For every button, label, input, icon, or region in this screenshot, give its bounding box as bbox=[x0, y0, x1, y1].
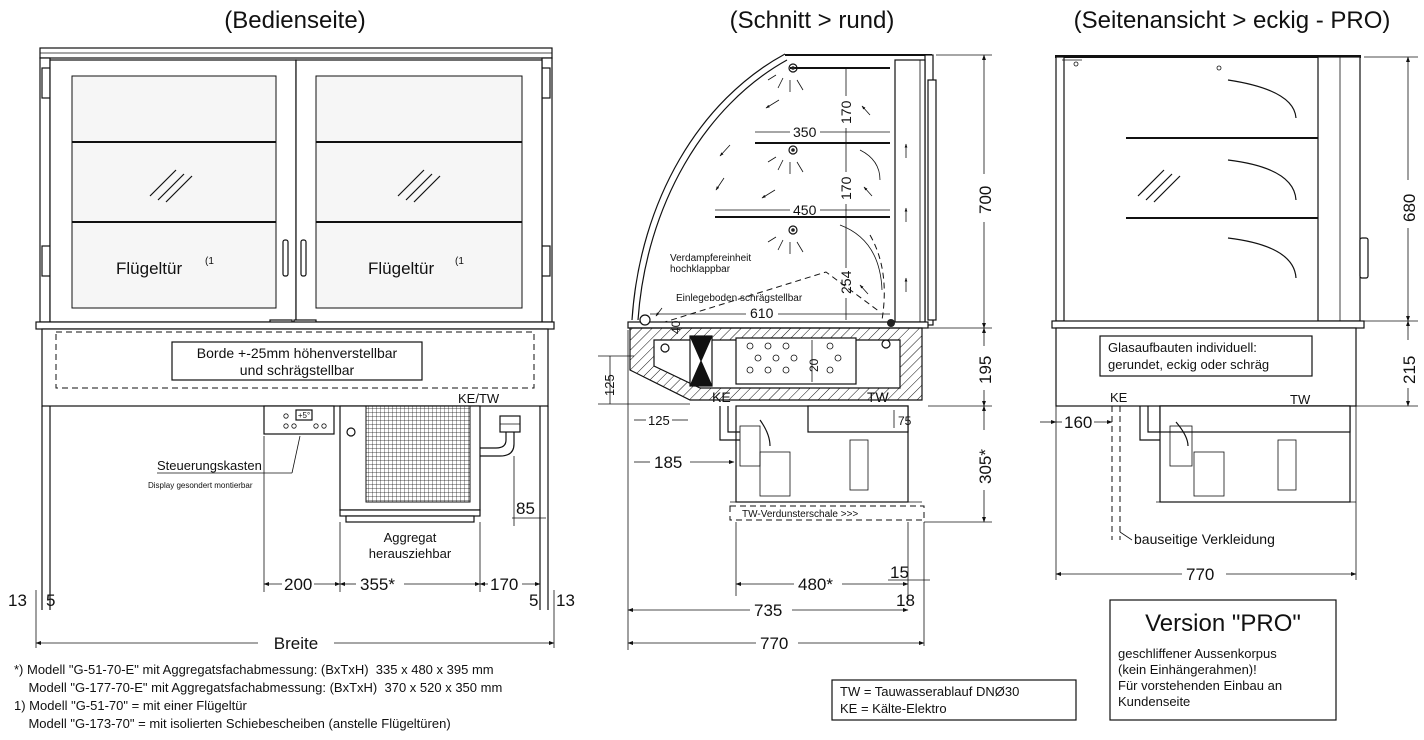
dim-170-lower: 170 bbox=[838, 176, 854, 200]
dim-355: 355* bbox=[360, 575, 395, 594]
dim-680: 680 bbox=[1400, 194, 1419, 222]
front-view: Flügeltür (1 Flügeltür (1 Borde +-25mm h… bbox=[8, 47, 575, 653]
evaporator-label-2: hochklappbar bbox=[670, 264, 731, 275]
version-pro-box: Version "PRO" geschliffener Aussenkorpus… bbox=[1109, 599, 1337, 721]
dim-125-horizontal: 125 bbox=[648, 413, 670, 428]
dim-350: 350 bbox=[793, 124, 817, 140]
version-title: Version "PRO" bbox=[1145, 610, 1301, 637]
dim-20: 20 bbox=[807, 358, 821, 372]
shelf-note-line1: Borde +-25mm höhenverstellbar bbox=[197, 345, 398, 361]
dim-195: 195 bbox=[976, 356, 995, 384]
dim-18: 18 bbox=[896, 591, 915, 610]
footnote-line: Modell "G-173-70" = mit isolierten Schie… bbox=[14, 716, 451, 731]
dim-770-section: 770 bbox=[760, 634, 788, 653]
door-left-label: Flügeltür bbox=[116, 259, 182, 278]
insert-shelf-label: Einlegeboden schrägstellbar bbox=[676, 293, 803, 304]
section-tw: TW bbox=[867, 389, 890, 405]
side-view-title: (Seitenansicht > eckig - PRO) bbox=[1074, 7, 1391, 34]
door-left-note: (1 bbox=[205, 256, 214, 267]
footnote-line: Modell "G-177-70-E" mit Aggregatsfachabm… bbox=[14, 680, 502, 695]
dim-125-vertical: 125 bbox=[602, 374, 617, 396]
control-display-value: +5° bbox=[298, 411, 310, 420]
dim-width: Breite bbox=[274, 634, 318, 653]
dim-610: 610 bbox=[750, 305, 774, 321]
dim-5-left: 5 bbox=[46, 591, 55, 610]
glass-note-line2: gerundet, eckig oder schräg bbox=[1108, 357, 1269, 372]
version-line1: geschliffener Aussenkorpus bbox=[1118, 646, 1277, 661]
front-view-title: (Bedienseite) bbox=[224, 7, 365, 34]
glass-note-line1: Glasaufbauten individuell: bbox=[1108, 340, 1257, 355]
dim-254: 254 bbox=[838, 270, 854, 294]
side-tw: TW bbox=[1290, 392, 1311, 407]
footnotes: *) Modell "G-51-70-E" mit Aggregatsfacha… bbox=[14, 662, 502, 731]
dim-170: 170 bbox=[490, 575, 518, 594]
footnote-line: *) Modell "G-51-70-E" mit Aggregatsfacha… bbox=[14, 662, 494, 677]
section-view-title: (Schnitt > rund) bbox=[730, 7, 895, 34]
dim-185: 185 bbox=[654, 453, 682, 472]
dim-40: 40 bbox=[669, 320, 683, 334]
dim-200: 200 bbox=[284, 575, 312, 594]
legend-tw: TW = Tauwasserablauf DNØ30 bbox=[840, 684, 1019, 699]
door-right-note: (1 bbox=[455, 256, 464, 267]
version-line2: (kein Einhängerahmen)! bbox=[1118, 662, 1257, 677]
evaporator-label-1: Verdampfereinheit bbox=[670, 253, 751, 264]
shelf-note-line2: und schrägstellbar bbox=[240, 362, 355, 378]
dim-450: 450 bbox=[793, 202, 817, 218]
dim-480: 480* bbox=[798, 575, 833, 594]
control-box-label: Steuerungskasten bbox=[157, 458, 262, 473]
legend-box: TW = Tauwasserablauf DNØ30 KE = Kälte-El… bbox=[831, 679, 1077, 721]
side-ke: KE bbox=[1110, 390, 1128, 405]
aggregate-label-2: herausziehbar bbox=[369, 546, 452, 561]
door-right-label: Flügeltür bbox=[368, 259, 434, 278]
dim-700: 700 bbox=[976, 186, 995, 214]
dim-215: 215 bbox=[1400, 356, 1419, 384]
aggregate-label-1: Aggregat bbox=[384, 530, 437, 545]
version-line3: Für vorstehenden Einbau an bbox=[1118, 678, 1282, 693]
footnote-line: 1) Modell "G-51-70" = mit einer Flügeltü… bbox=[14, 698, 248, 713]
evaporation-tray: TW-Verdunsterschale >>> bbox=[742, 509, 858, 520]
section-view: 350 450 170 170 254 Verdampfereinheit ho… bbox=[598, 53, 995, 653]
dim-75: 75 bbox=[898, 414, 912, 428]
dim-5-right: 5 bbox=[529, 591, 538, 610]
dim-15: 15 bbox=[890, 563, 909, 582]
control-box-sublabel: Display gesondert montierbar bbox=[148, 481, 253, 490]
dim-13-left: 13 bbox=[8, 591, 27, 610]
version-line4: Kundenseite bbox=[1118, 694, 1190, 709]
dim-160: 160 bbox=[1064, 413, 1092, 432]
side-view: Glasaufbauten individuell: gerundet, eck… bbox=[1040, 55, 1419, 584]
cladding-label: bauseitige Verkleidung bbox=[1134, 531, 1275, 547]
section-ke: KE bbox=[712, 389, 731, 405]
dim-85: 85 bbox=[516, 499, 535, 518]
dim-13-right: 13 bbox=[556, 591, 575, 610]
dim-735: 735 bbox=[754, 601, 782, 620]
legend-ke: KE = Kälte-Elektro bbox=[840, 701, 947, 716]
dim-305: 305* bbox=[976, 449, 995, 484]
dim-770-side: 770 bbox=[1186, 565, 1214, 584]
dim-170-upper: 170 bbox=[838, 100, 854, 124]
front-ke-tw: KE/TW bbox=[458, 391, 500, 406]
